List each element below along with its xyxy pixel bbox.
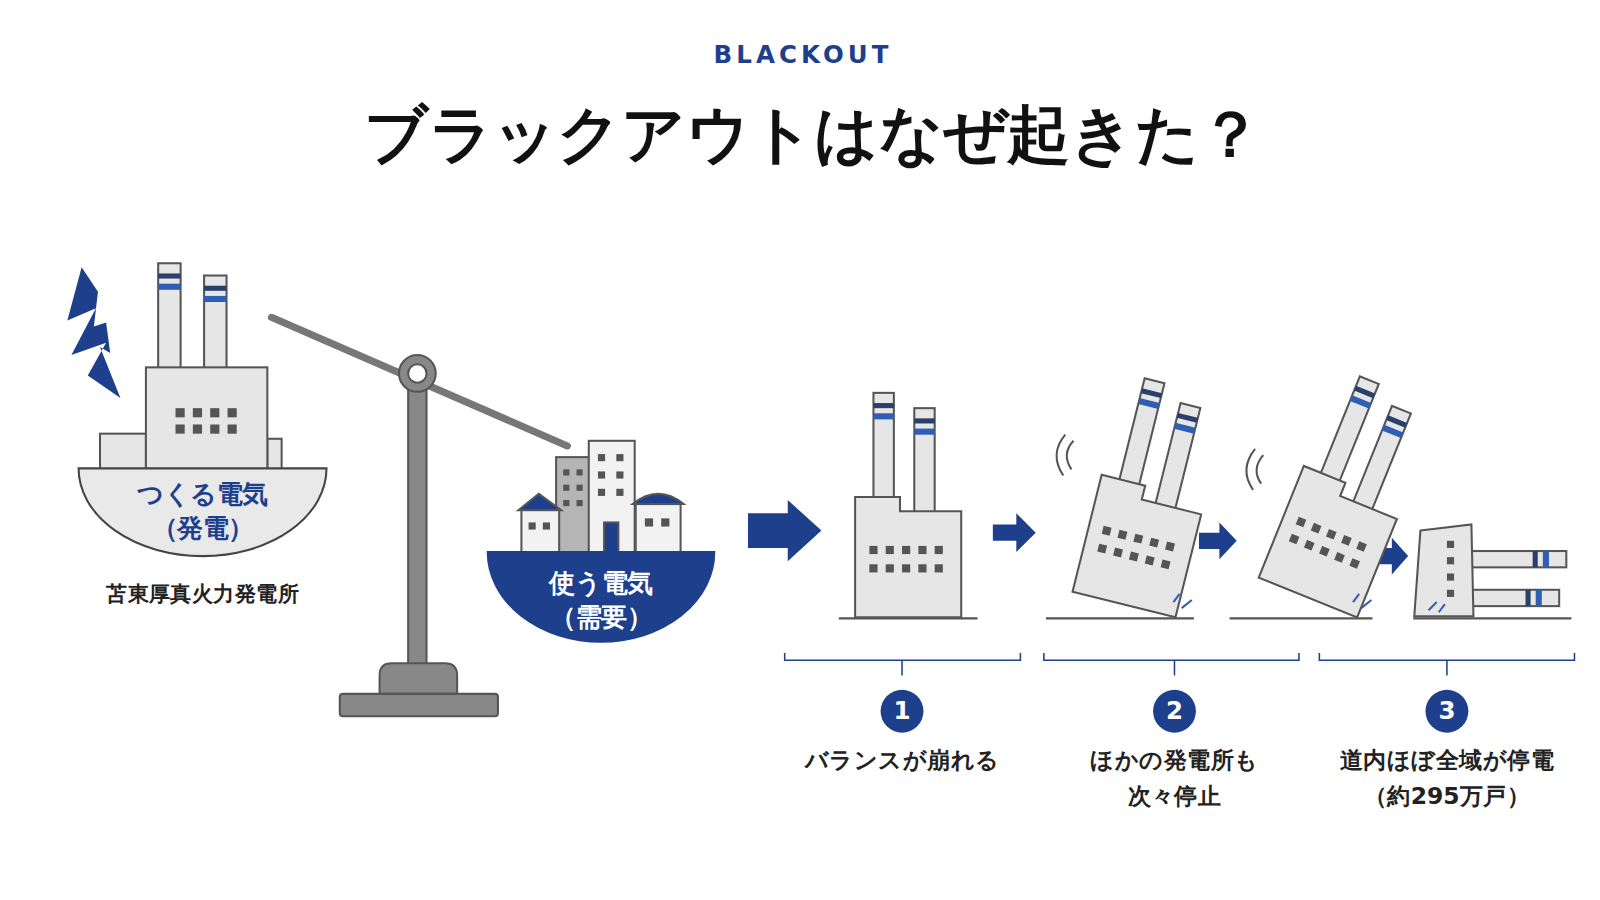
step-number: 3	[1425, 690, 1468, 733]
step-number: 2	[1153, 690, 1196, 733]
bowl-label: 使う電気 （需要）	[530, 566, 673, 633]
step-description: ほかの発電所も 次々停止	[1080, 743, 1270, 814]
step-number: 1	[881, 690, 924, 733]
supply-demand-bowl: つくる電気 （発電）苫東厚真火力発電所	[78, 467, 328, 557]
title: ブラックアウトはなぜ起きた？	[0, 94, 1600, 176]
lightning-bolt	[67, 267, 120, 398]
kicker-label: BLACKOUT	[0, 41, 1600, 70]
plant-name: 苫東厚真火力発電所	[78, 577, 328, 613]
bowl-label: つくる電気 （発電）	[126, 478, 279, 545]
power-plant	[100, 263, 282, 469]
balance-scale	[271, 317, 567, 716]
factory-sequence	[839, 369, 1572, 618]
supply-demand-bowl: 使う電気 （需要）	[487, 551, 716, 643]
step-brackets	[785, 653, 1575, 675]
step-description: バランスが崩れる	[780, 743, 1025, 779]
step-number-circle: 1バランスが崩れる	[881, 690, 924, 733]
step-description: 道内ほぼ全域が停電 （約295万戸）	[1332, 743, 1563, 814]
step-number-circle: 2ほかの発電所も 次々停止	[1153, 690, 1196, 733]
step-number-circle: 3道内ほぼ全域が停電 （約295万戸）	[1425, 690, 1468, 733]
town-buildings	[518, 441, 683, 554]
